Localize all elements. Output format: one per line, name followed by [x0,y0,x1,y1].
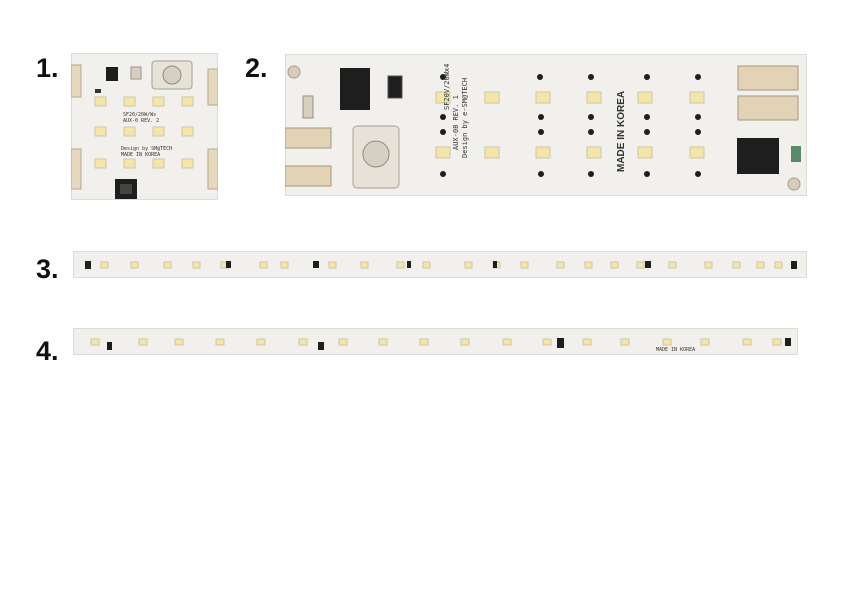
label-item-3: 3. [36,254,59,284]
led-strip-long-2: MADE IN KOREA [73,328,798,355]
board-square-artwork [71,60,218,199]
label-item-2: 2. [245,53,268,83]
strip-2-marking: MADE IN KOREA [656,347,696,353]
board-square-text-2: AUX-0 REV. 2 [123,118,160,124]
board-rect-text-2: AUX-0B REV. 1 [452,95,460,150]
board-square-text-1: SF20/20W/Ws [123,112,157,118]
board-square-text-4: MADE IN KOREA [121,152,161,158]
label-item-1: 1. [36,53,59,83]
board-square-text-3: Design by SM@TECH [121,146,173,152]
strip-1-artwork [85,261,797,269]
led-strip-long-1 [73,251,807,278]
board-rect-artwork [285,65,801,191]
led-board-rectangular: SF20V/20Wx4 AUX-0B REV. 1 Design by e-SM… [285,54,807,196]
board-rect-text-3: Design by e-SM@TECH [461,77,469,158]
label-item-4: 4. [36,336,59,366]
led-board-square: SF20/20W/Ws AUX-0 REV. 2 Design by SM@TE… [71,53,218,200]
strip-2-artwork [90,338,791,350]
board-rect-made-in: MADE IN KOREA [616,90,627,172]
board-rect-text-1: SF20V/20Wx4 [443,63,451,110]
